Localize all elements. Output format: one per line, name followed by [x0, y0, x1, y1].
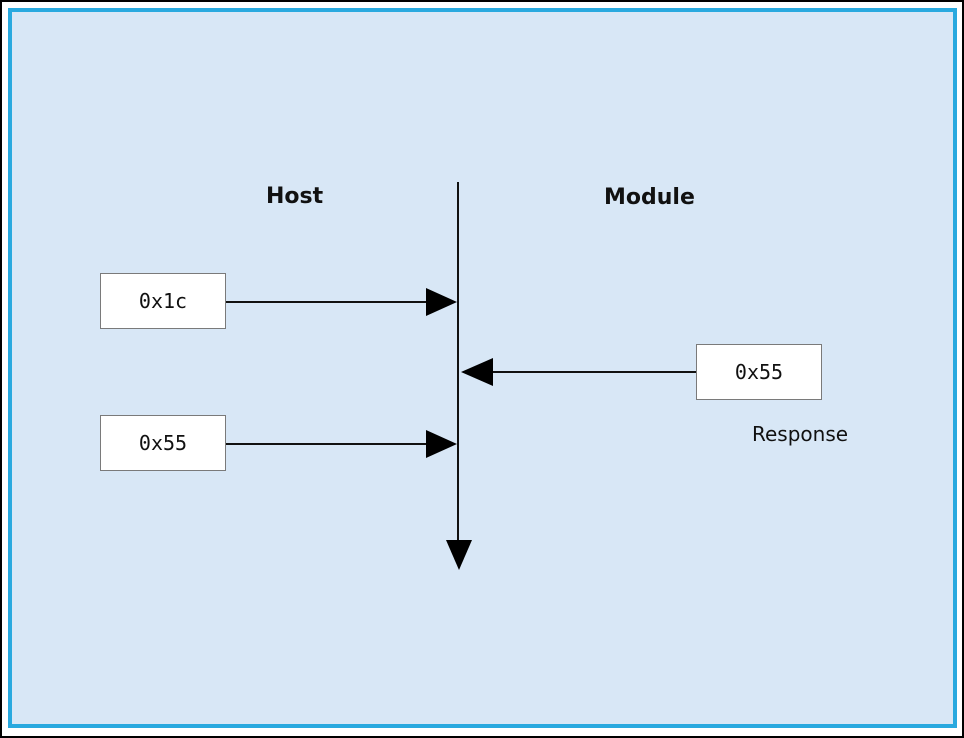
host-message-box-second: 0x55 [100, 415, 226, 471]
arrow-host-first-head [426, 288, 457, 316]
module-heading: Module [604, 185, 695, 210]
host-heading: Host [266, 184, 324, 209]
timeline-arrowhead [446, 540, 472, 570]
module-response-label: 0x55 [734, 360, 784, 384]
host-message-first-label: 0x1c [138, 289, 188, 313]
arrow-module-reply-head [461, 358, 493, 386]
module-response-box: 0x55 [696, 344, 822, 400]
host-message-second-label: 0x55 [138, 431, 188, 455]
host-message-box-first: 0x1c [100, 273, 226, 329]
response-caption: Response [752, 422, 849, 446]
arrow-host-second-head [426, 430, 457, 458]
